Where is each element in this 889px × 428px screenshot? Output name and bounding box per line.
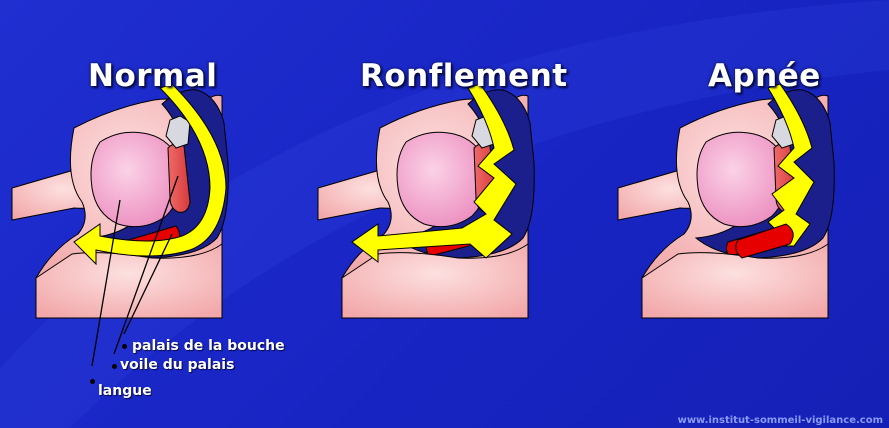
pointer-dot-tongue (90, 379, 95, 384)
panel-title-normal: Normal (88, 58, 217, 94)
website-watermark: www.institut-sommeil-vigilance.com (678, 415, 883, 426)
panel-title-ronflement: Ronflement (360, 58, 568, 94)
label-palate: palais de la bouche (132, 338, 285, 354)
label-velum: voile du palais (120, 357, 234, 373)
panel-title-apnee: Apnée (708, 58, 821, 94)
panel-apnee-illustration (618, 84, 834, 318)
pointer-dot-velum (112, 364, 117, 369)
label-tongue: langue (98, 383, 152, 399)
panel-ronflement-illustration (318, 84, 534, 318)
pointer-dot-palate (122, 344, 127, 349)
